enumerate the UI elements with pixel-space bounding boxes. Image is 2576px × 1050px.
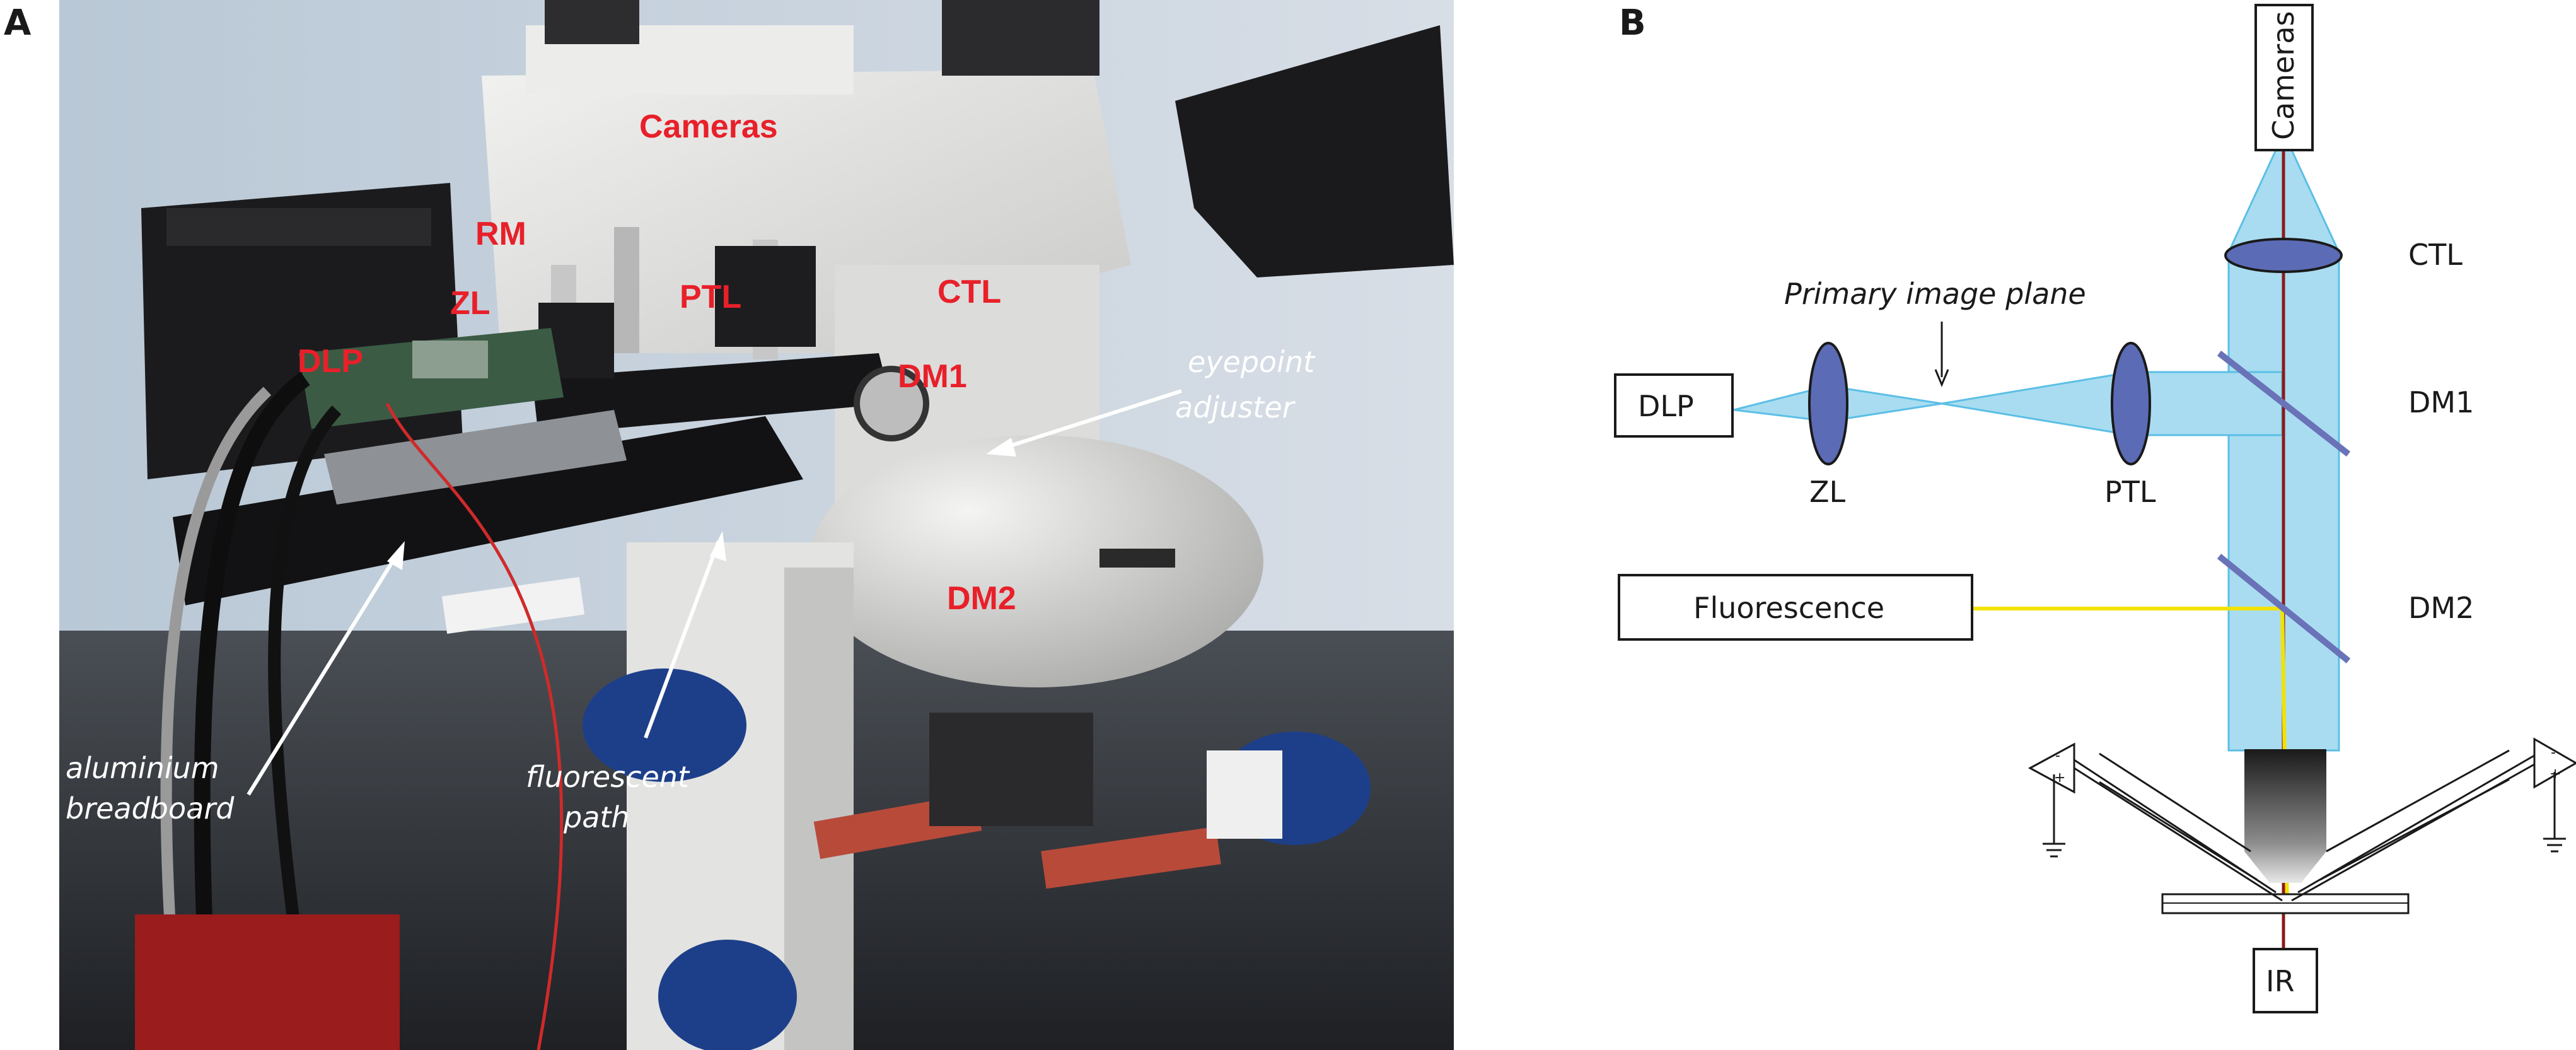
left-amp-plus: + [2054,770,2065,786]
cable-1 [194,371,310,1050]
image-plane-arrow-head [1934,369,1949,387]
post-rm [614,227,639,353]
fluorescence-box [1618,574,1973,641]
left-electrode-amplifier [2028,742,2283,902]
annotation-eyepoint-line2: adjuster [1175,390,1296,424]
rail-clamp [854,366,929,441]
dlp-chip [412,341,488,378]
arrow-eyepoint-head [986,438,1016,457]
schem-label-primary-image-plane: Primary image plane [1784,277,2086,311]
annotation-fluor-line1: fluorescent [526,760,690,794]
schem-label-cameras: Cameras [2266,11,2300,140]
annotation-fluor-line2: path [563,800,630,834]
cable-2 [160,387,272,1050]
photo-label-dm1: DM1 [898,358,967,395]
optical-schematic: Cameras CTL Primary image plane DLP ZL P… [1614,4,2576,1013]
annotation-eyepoint-line1: eyepoint [1188,345,1316,379]
photo-label-zl: ZL [450,285,490,322]
arrow-fluor [644,540,721,739]
manipulator-knob-left [583,668,746,782]
annotation-breadboard-line2: breadboard [66,791,235,825]
schem-label-fluorescence: Fluorescence [1693,591,1884,625]
photo-label-cameras: Cameras [639,108,778,145]
zl-lens [1808,342,1848,465]
schem-label-ctl: CTL [2408,238,2463,272]
right-electrode-amplifier [2291,737,2576,902]
panel-letter-a: A [4,3,32,44]
annotation-breadboard-line1: aluminium [66,751,219,785]
white-container [1207,750,1282,839]
panel-letter-b: B [1619,3,1646,44]
top-camera-port [942,0,1099,76]
lens-mount-ptl [715,246,816,347]
manipulator-stage-right [1041,826,1221,889]
left-amp-minus: - [2055,748,2060,764]
arrow-eyepoint [992,389,1182,453]
photo-label-ptl: PTL [680,279,741,315]
photo-label-dm2: DM2 [947,580,1016,617]
aluminium-breadboard [173,416,803,605]
dm2-turret-ring [1099,549,1175,568]
breadboard-label [441,576,585,634]
breadboard-plate [324,410,627,505]
schem-label-ir: IR [2266,964,2295,998]
dlp-beam-right [1941,371,2132,436]
manipulator-knob-bottom [658,940,797,1050]
optical-rail [532,353,891,435]
cameras-box [2254,4,2314,151]
eyepiece-tube [1175,25,1454,277]
schem-label-dm1: DM1 [2408,385,2474,419]
arrow-breadboard-head [387,541,405,570]
objective-lens [2244,749,2326,883]
ir-box [2253,948,2318,1013]
dlp-beam-parallel [2130,371,2283,436]
dm2-turret-dome [809,435,1263,687]
ptl-lens [2111,342,2151,465]
photo-label-ctl: CTL [937,274,1001,310]
rig-photograph: Cameras RM ZL PTL CTL DLP DM1 DM2 eyepoi… [59,0,1454,1050]
right-amp-minus: - [2551,745,2556,761]
dm1-mirror [2217,351,2351,457]
arrow-breadboard [247,549,402,796]
schem-label-dm2: DM2 [2408,591,2474,625]
arrow-fluor-head [710,531,726,561]
schem-label-dlp: DLP [1638,389,1694,423]
photo-label-dlp: DLP [298,343,363,380]
objective-stage [929,713,1093,826]
microscope-stand-shadow [784,568,854,1050]
schem-label-zl: ZL [1809,475,1846,509]
schem-label-ptl: PTL [2104,475,2156,509]
dm2-mirror [2217,554,2351,663]
photo-label-rm: RM [475,216,526,252]
top-camera-port-left [545,0,639,44]
right-amp-plus: + [2550,766,2561,782]
cabinet-vent [166,208,431,246]
red-box [135,914,400,1050]
dlp-box [1614,373,1734,438]
red-wire [385,402,564,1050]
ctl-lens [2224,238,2343,273]
